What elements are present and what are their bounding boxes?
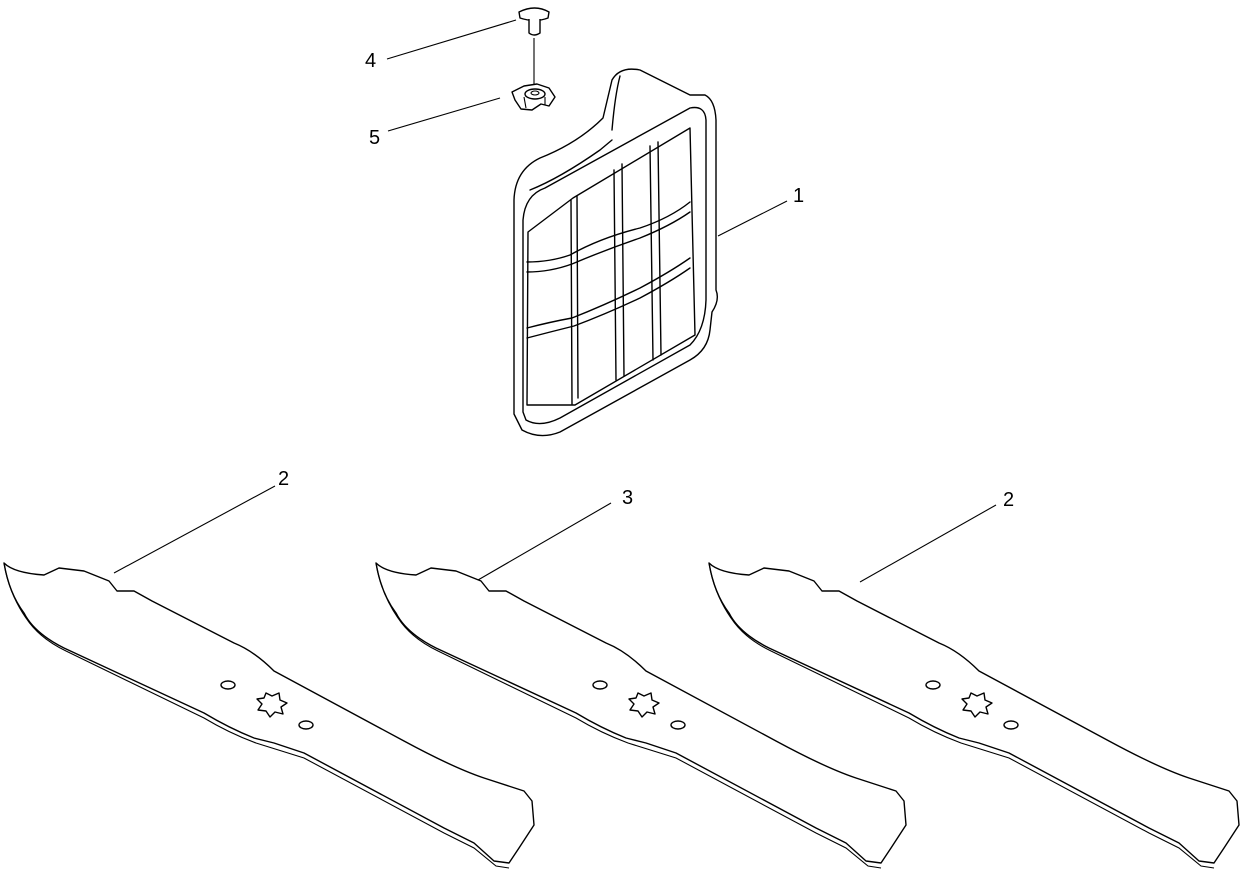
part-1-shield [513, 68, 719, 437]
leader-line-2b [859, 504, 997, 583]
callout-1: 1 [793, 185, 804, 207]
callout-2-right: 2 [1003, 489, 1014, 511]
leader-line-2a [113, 485, 276, 574]
part-4-bolt [518, 7, 550, 86]
leader-line-1 [717, 200, 788, 237]
callout-3: 3 [622, 487, 633, 509]
callout-5: 5 [369, 127, 380, 149]
leader-line-3 [477, 502, 612, 581]
callout-4: 4 [365, 50, 376, 72]
callout-2-left: 2 [278, 468, 289, 490]
leader-line-5 [387, 97, 501, 132]
leader-line-4 [386, 19, 517, 60]
part-2-blade-right [708, 562, 1240, 869]
part-5-nut [511, 83, 556, 111]
